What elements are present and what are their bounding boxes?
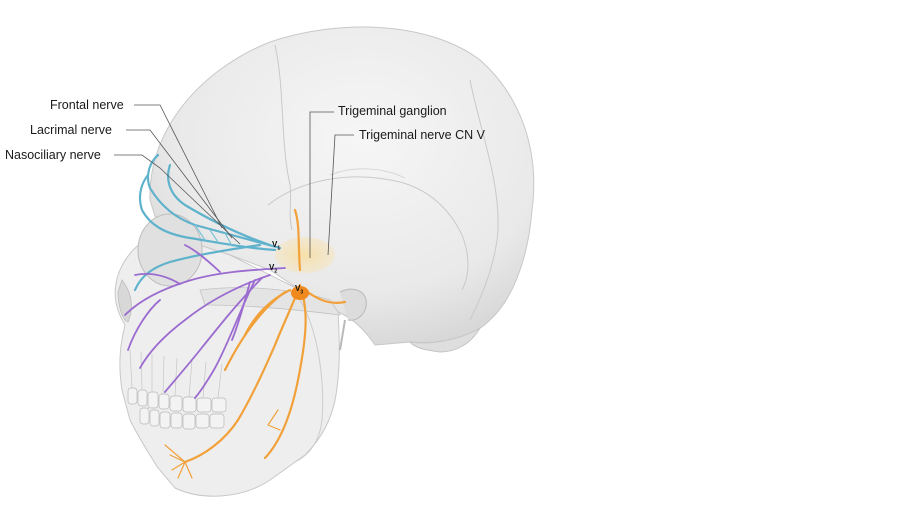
temporal-line [329,168,406,179]
branch-v1-label: V1 [272,240,281,252]
label-trigeminal-nerve: Trigeminal nerve CN V [359,128,485,142]
cranium-shape [149,26,535,346]
leader-ganglion [309,111,334,258]
lambdoid-suture [469,79,499,321]
leader-nasociliary [114,154,241,245]
branch-v2-label: V2 [269,263,278,275]
ophthalmic-nerve [133,153,282,292]
leader-frontal [134,104,223,229]
otic-ganglion [291,286,309,300]
trigeminal-ganglion [275,237,335,273]
branch-v3-label: V3 [295,284,304,296]
label-frontal-nerve: Frontal nerve [50,98,124,112]
leader-lacrimal [126,129,233,239]
ophthalmic-twigs [194,224,233,247]
label-lacrimal-nerve: Lacrimal nerve [30,123,112,137]
mental-nerve-twigs [164,409,281,479]
label-trigeminal-ganglion: Trigeminal ganglion [338,104,447,118]
occipital-shape [408,327,481,353]
tooth-roots [129,349,223,399]
upper-teeth [127,387,227,413]
maxillary-nerve [124,244,286,399]
squamous-suture [267,176,469,291]
branch-v1-text: V [272,240,278,249]
styloid-process [339,319,346,351]
mastoid-process [339,288,367,321]
branch-v3-text: V [295,284,301,293]
leader-lines [114,104,354,258]
mandible-ramus [294,299,324,463]
branch-v2-text: V [269,263,275,272]
lower-teeth [139,407,225,430]
leader-trigeminal [327,134,354,256]
coronal-suture [274,44,293,231]
label-nasociliary-nerve: Nasociliary nerve [5,148,101,162]
